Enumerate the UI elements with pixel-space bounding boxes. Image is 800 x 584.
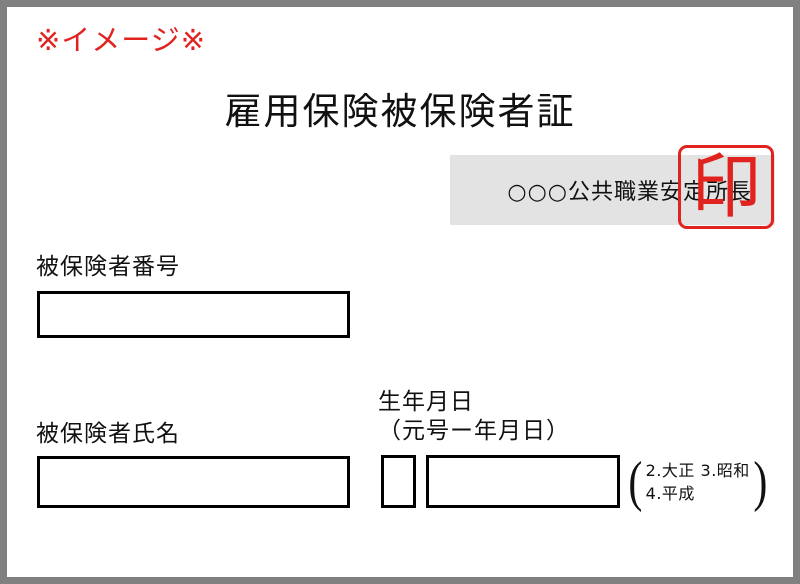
insured-number-input[interactable] [37, 291, 350, 338]
era-legend-line2: 4.平成 [645, 484, 695, 503]
era-legend: ( 2.大正 3.昭和 4.平成 ) [626, 452, 769, 512]
official-seal-stamp-icon: 印 [678, 145, 774, 229]
insured-name-input[interactable] [37, 456, 350, 508]
era-legend-open-paren: ( [628, 451, 643, 513]
birth-date-label: 生年月日 （元号ー年月日） [378, 388, 570, 446]
issuing-office-name: ○○○公共職業安定所長 [507, 180, 752, 205]
birth-date-input[interactable] [426, 455, 620, 508]
era-legend-line1: 2.大正 3.昭和 [645, 460, 750, 480]
page-title: 雇用保険被保険者証 [224, 90, 576, 133]
insured-number-label: 被保険者番号 [36, 254, 180, 280]
image-sample-watermark: ※イメージ※ [36, 23, 207, 57]
birth-era-code-input[interactable] [381, 455, 416, 508]
birth-date-label-line1: 生年月日 [378, 389, 474, 415]
era-legend-lines: 2.大正 3.昭和 4.平成 [645, 459, 751, 505]
birth-date-label-line2: （元号ー年月日） [378, 417, 570, 444]
era-legend-close-paren: ) [753, 451, 768, 513]
insured-name-label: 被保険者氏名 [36, 421, 180, 447]
issuer-gray-band [450, 155, 775, 225]
